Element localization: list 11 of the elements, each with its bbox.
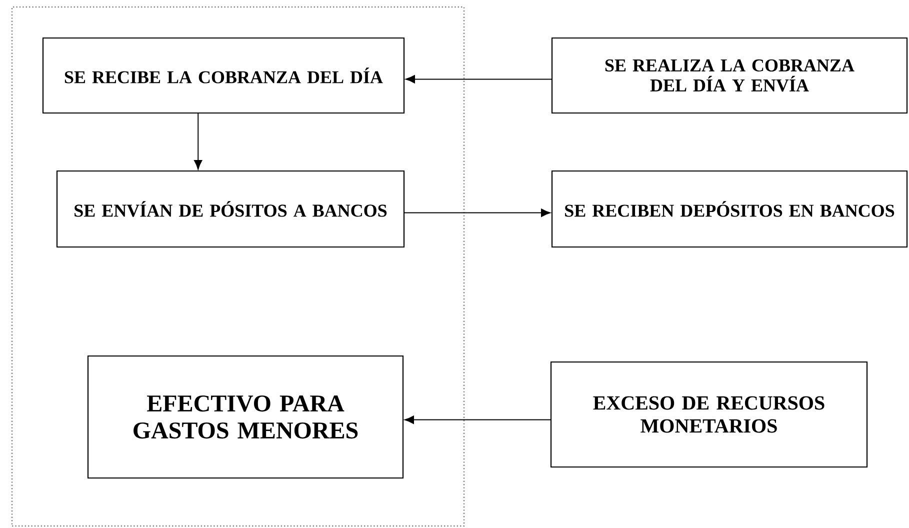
dotted-frame bbox=[11, 6, 465, 527]
process-box: EFECTIVO PARA GASTOS MENORES bbox=[87, 355, 404, 479]
arrow bbox=[405, 75, 552, 84]
arrow bbox=[404, 208, 551, 217]
process-box: SE RECIBEN DEPÓSITOS EN BANCOS bbox=[551, 170, 908, 248]
process-box: SE REALIZA LA COBRANZA DEL DÍA Y ENVÍA bbox=[551, 37, 908, 114]
arrow bbox=[404, 416, 552, 424]
arrow bbox=[194, 112, 202, 170]
process-box: SE ENVÍAN DE PÓSITOS A BANCOS bbox=[56, 170, 405, 248]
process-box: SE RECIBE LA COBRANZA DEL DÍA bbox=[42, 37, 405, 114]
process-box: EXCESO DE RECURSOS MONETARIOS bbox=[550, 361, 868, 468]
